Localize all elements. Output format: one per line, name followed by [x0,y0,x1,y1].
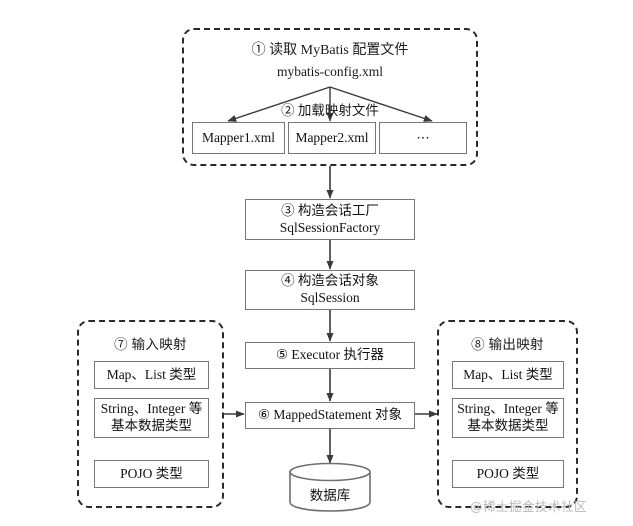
config-file-name: mybatis-config.xml [276,64,384,79]
mapped-statement-step-label: ⑥ MappedStatement 对象 [257,407,403,423]
config-step-label: ① 读取 MyBatis 配置文件 [251,43,409,58]
input-mapping-step-label: ⑦ 输入映射 [114,337,187,352]
database-cylinder-icon [289,462,371,512]
mapper-file-label: Mapper2.xml [295,129,369,145]
mapper-file-box-2[interactable]: Mapper2.xml [288,122,376,154]
config-group [182,28,478,166]
input-mapping-item-label: Map、List 类型 [106,366,197,382]
mapper-file-box-more[interactable]: ⋯ [379,122,467,154]
mapped-statement-node[interactable]: ⑥ MappedStatement 对象 [245,402,415,429]
database-label: 数据库 [309,488,351,503]
session-step-label: ④ 构造会话对象 [281,273,379,289]
output-mapping-item-label: Map、List 类型 [463,366,553,382]
input-mapping-item-label: POJO 类型 [120,465,183,481]
mapper-file-box-1[interactable]: Mapper1.xml [192,122,285,154]
output-mapping-item-label-line2: 基本数据类型 [467,418,549,433]
input-mapping-item-map-list[interactable]: Map、List 类型 [94,361,209,389]
session-factory-node[interactable]: ③ 构造会话工厂 SqlSessionFactory [245,199,415,240]
input-mapping-item-primitive[interactable]: String、Integer 等 基本数据类型 [94,398,209,438]
output-mapping-step-label: ⑧ 输出映射 [471,337,544,352]
output-mapping-group [437,320,578,508]
output-mapping-item-pojo[interactable]: POJO 类型 [452,460,564,488]
input-mapping-item-label-line1: String、Integer 等 [100,401,203,417]
session-node[interactable]: ④ 构造会话对象 SqlSession [245,270,415,310]
input-mapping-item-pojo[interactable]: POJO 类型 [94,460,209,488]
output-mapping-item-label-line1: String、Integer 等 [457,401,559,417]
output-mapping-item-label: POJO 类型 [476,465,540,481]
mapper-file-label: ⋯ [416,129,430,145]
output-mapping-item-primitive[interactable]: String、Integer 等 基本数据类型 [452,398,564,438]
input-mapping-group [77,320,224,508]
session-class-name: SqlSession [300,290,360,305]
mapper-file-label: Mapper1.xml [201,129,276,145]
load-mapping-step-label: ② 加载映射文件 [281,103,379,118]
executor-node[interactable]: ⑤ Executor 执行器 [245,342,415,369]
session-factory-step-label: ③ 构造会话工厂 [281,202,379,218]
watermark: @稀土掘金技术社区 [470,499,588,514]
output-mapping-item-map-list[interactable]: Map、List 类型 [452,361,564,389]
database-node[interactable]: 数据库 [288,462,372,512]
input-mapping-item-label-line2: 基本数据类型 [111,418,192,433]
executor-step-label: ⑤ Executor 执行器 [275,347,385,363]
session-factory-class-name: SqlSessionFactory [279,219,381,235]
